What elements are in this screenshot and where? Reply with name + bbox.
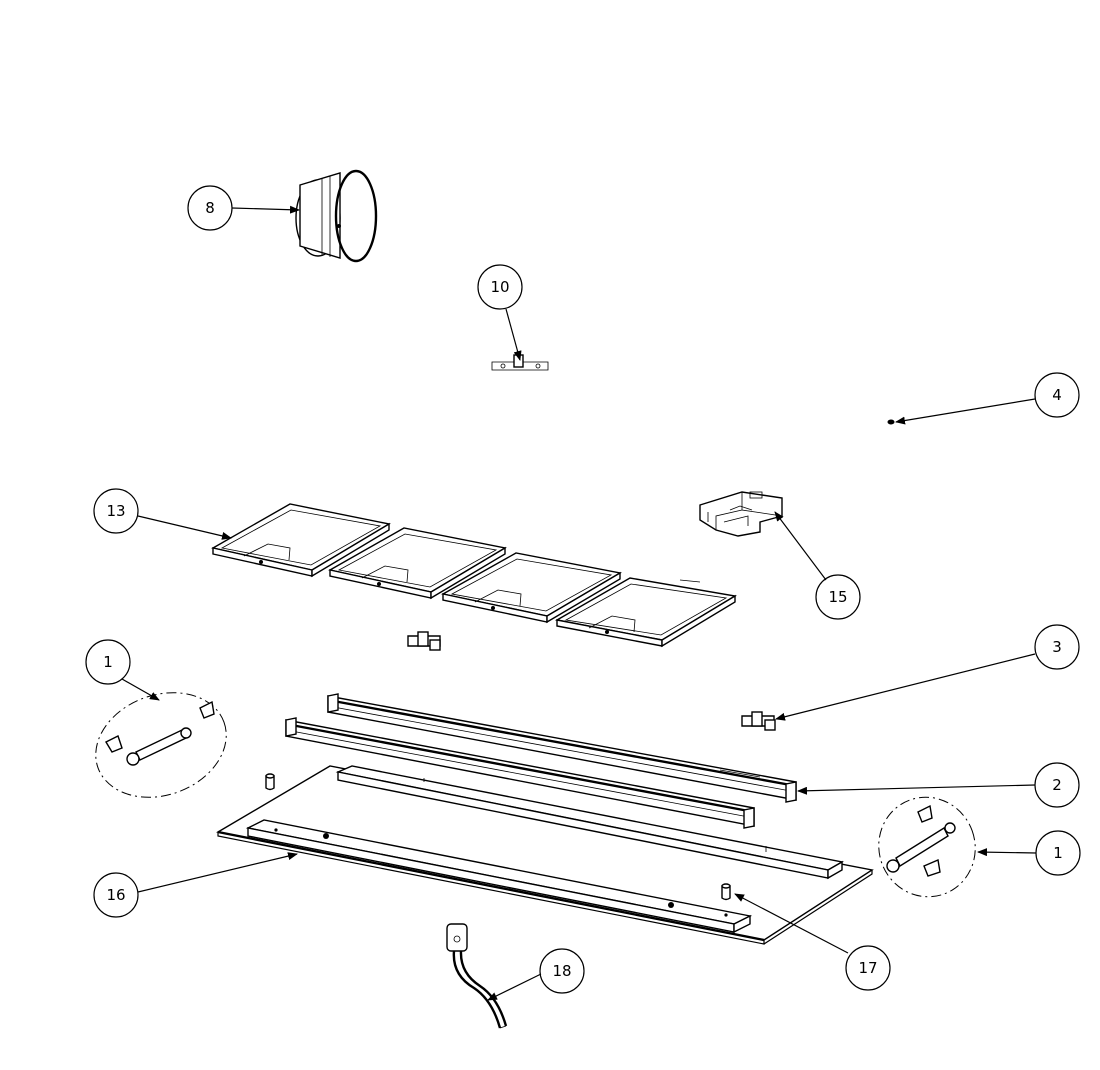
hinge-bracket-left bbox=[407, 631, 441, 651]
part-13-filter-2 bbox=[328, 527, 507, 600]
part-2-rail-upper bbox=[327, 693, 797, 803]
callout-label: 17 bbox=[858, 959, 877, 977]
callout-10: 10 bbox=[477, 264, 523, 310]
part-13-filter-4 bbox=[555, 577, 737, 648]
callout-15: 15 bbox=[815, 574, 861, 620]
spacer-left bbox=[265, 773, 275, 791]
callout-2: 2 bbox=[1034, 762, 1080, 808]
callout-label: 3 bbox=[1052, 638, 1062, 656]
part-17-spacer bbox=[721, 883, 731, 901]
callout-17: 17 bbox=[845, 945, 891, 991]
part-8-duct-collar bbox=[295, 169, 378, 263]
part-15-control-housing bbox=[699, 491, 783, 537]
part-13-filter-1 bbox=[211, 503, 391, 578]
callout-13: 13 bbox=[93, 488, 139, 534]
part-16-bottom-panel bbox=[216, 765, 874, 945]
callout-label: 4 bbox=[1052, 386, 1062, 404]
callout-16: 16 bbox=[93, 872, 139, 918]
callout-label: 1 bbox=[1053, 844, 1063, 862]
callout-label: 2 bbox=[1052, 776, 1062, 794]
callout-1-right: 1 bbox=[1035, 830, 1081, 876]
part-1-gas-strut-right bbox=[878, 796, 976, 898]
part-2-rail-lower bbox=[285, 717, 755, 829]
part-18-cable-switch bbox=[446, 923, 508, 1029]
callout-label: 18 bbox=[552, 962, 571, 980]
part-13-filter-3 bbox=[441, 552, 622, 624]
callout-1-left: 1 bbox=[85, 639, 131, 685]
callout-label: 8 bbox=[205, 199, 215, 217]
callout-8: 8 bbox=[187, 185, 233, 231]
leader-lines bbox=[121, 205, 1037, 1001]
callout-18: 18 bbox=[539, 948, 585, 994]
callout-3: 3 bbox=[1034, 624, 1080, 670]
callout-label: 10 bbox=[490, 278, 509, 296]
part-3-hinge-bracket bbox=[741, 711, 776, 731]
callout-label: 13 bbox=[106, 502, 125, 520]
callout-4: 4 bbox=[1034, 372, 1080, 418]
callout-label: 1 bbox=[103, 653, 113, 671]
part-4-screw bbox=[887, 419, 895, 425]
callout-label: 16 bbox=[106, 886, 125, 904]
callout-label: 15 bbox=[828, 588, 847, 606]
part-1-gas-strut-left bbox=[95, 692, 227, 798]
part-10-bracket bbox=[491, 354, 549, 371]
